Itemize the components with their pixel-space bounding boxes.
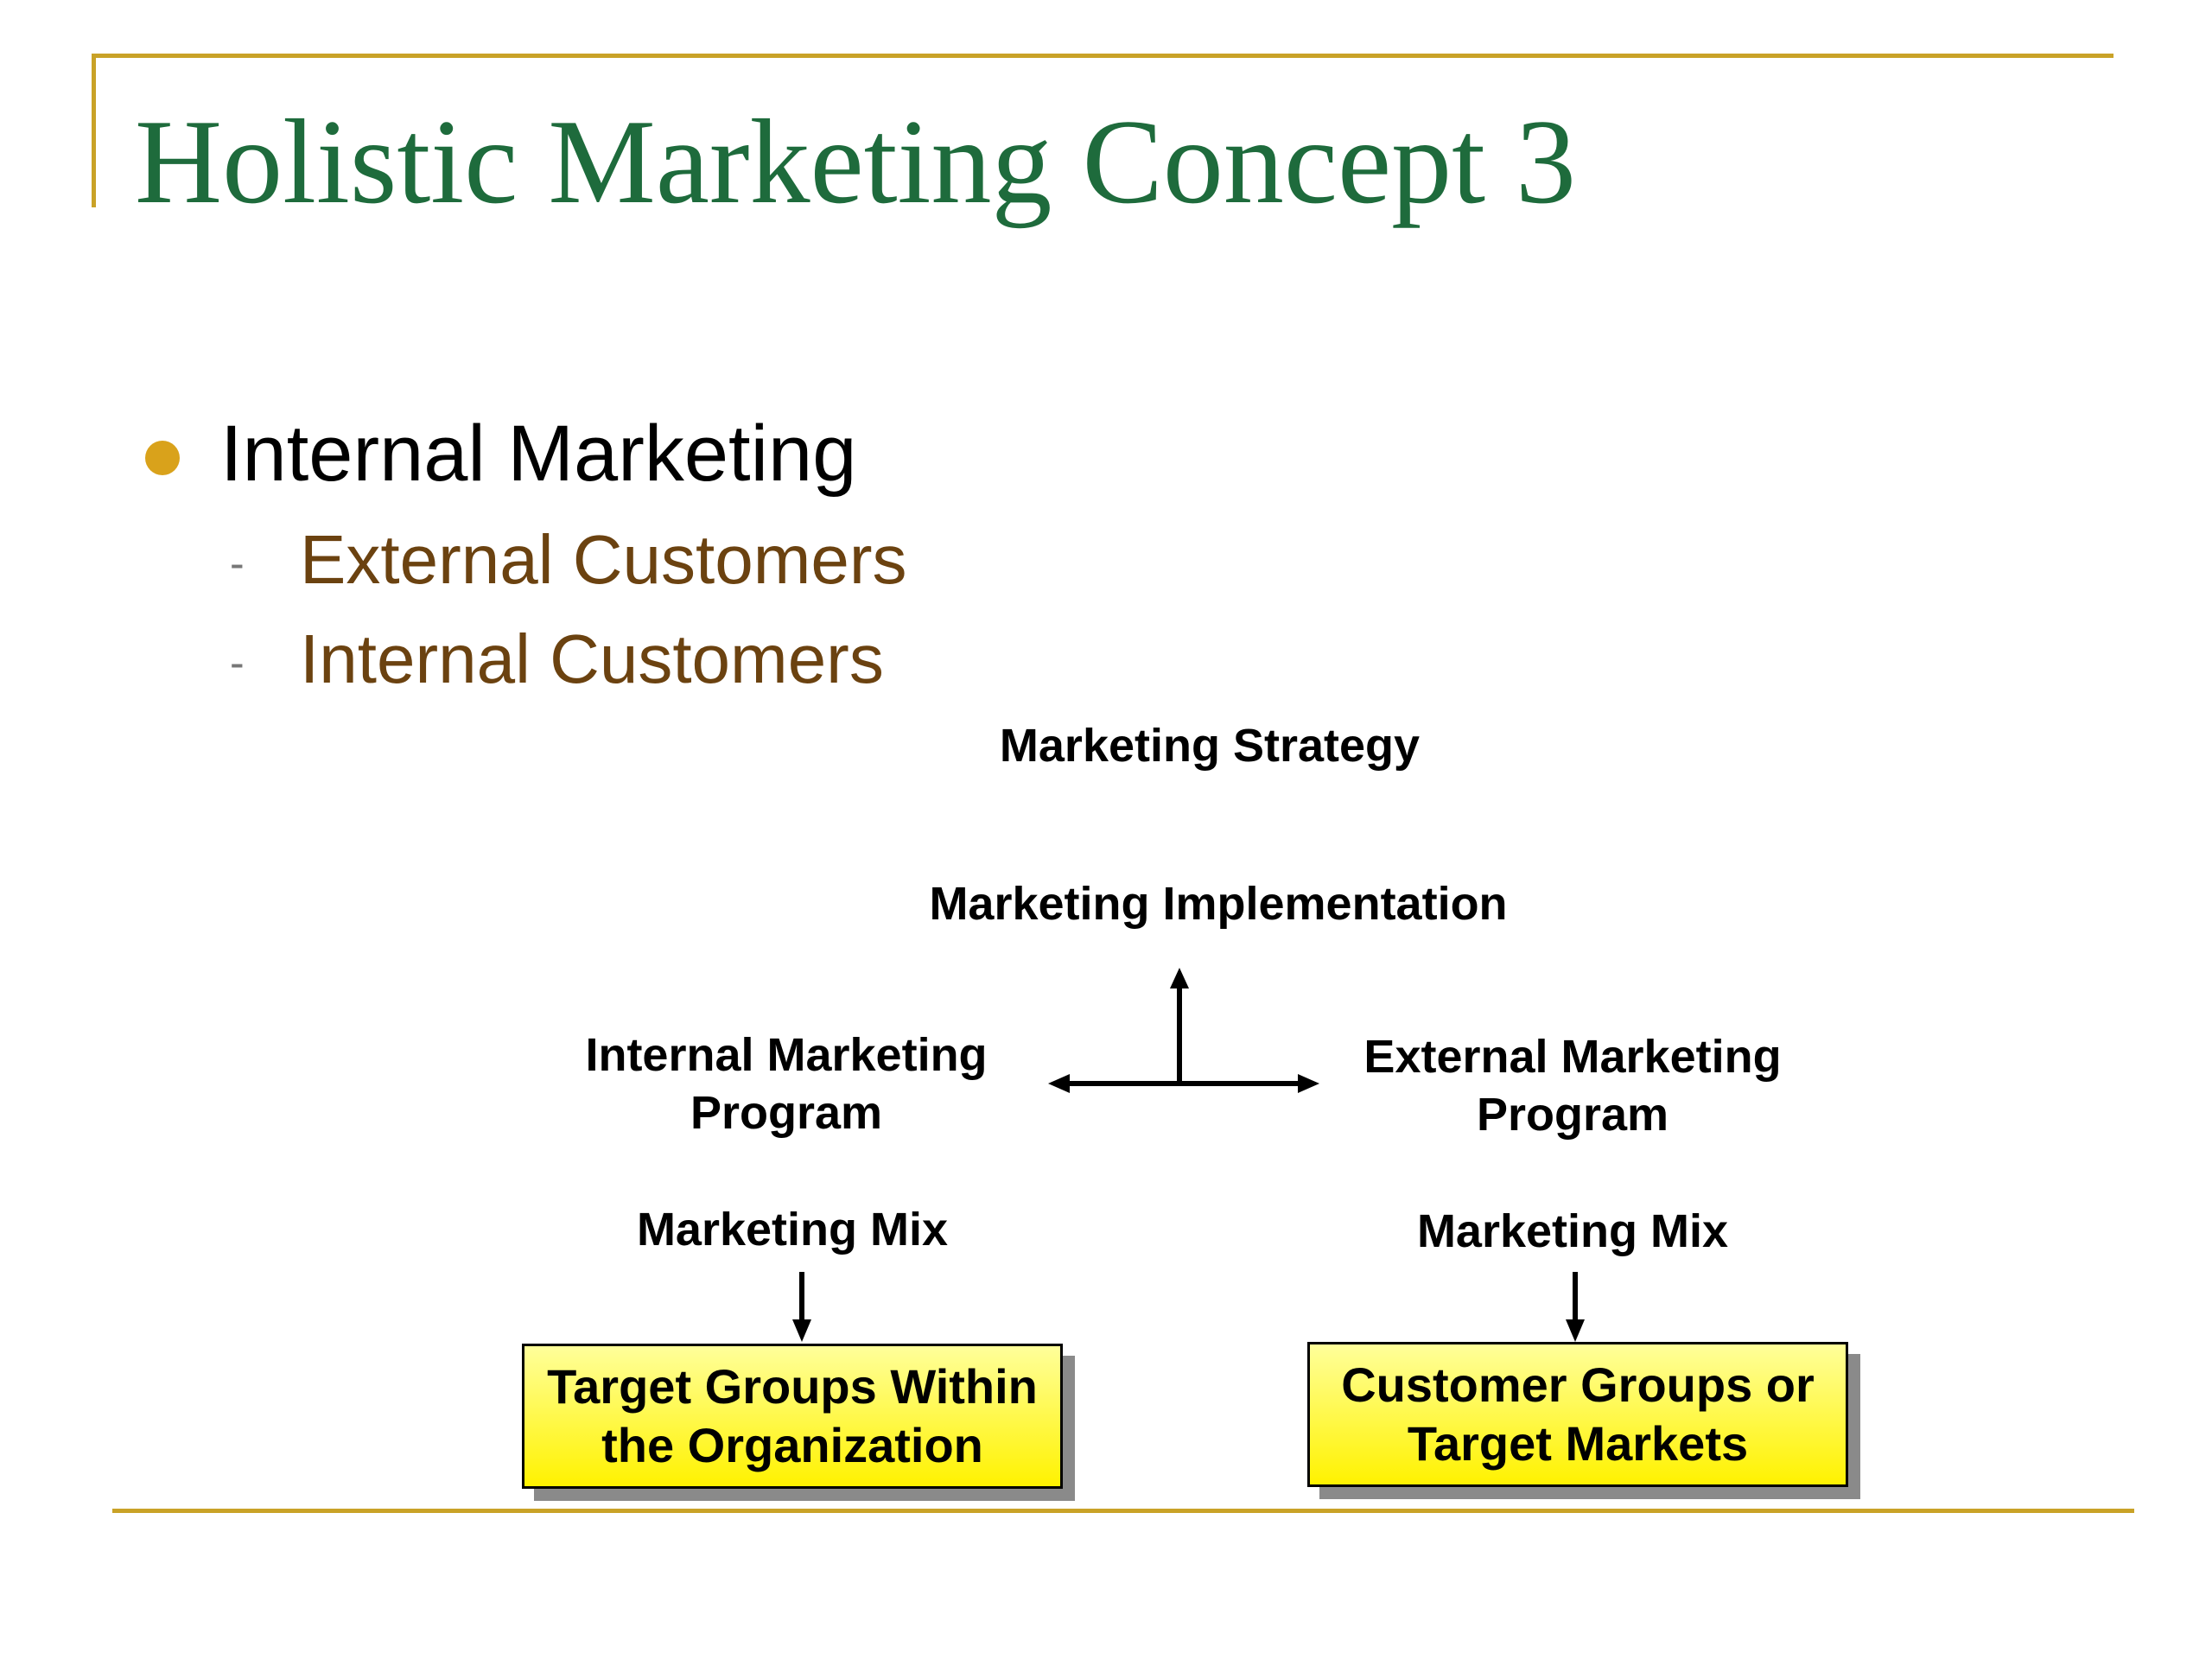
right-arrow-head (1298, 1074, 1319, 1093)
bullet-dot-icon (145, 441, 180, 475)
external-target-line2: Target Markets (1407, 1416, 1749, 1471)
internal-program-line1: Internal Marketing (585, 1029, 988, 1081)
slide-title: Holistic Marketing Concept 3 (135, 95, 1577, 229)
marketing-implementation-label: Marketing Implementation (929, 878, 1508, 930)
external-marketing-mix-label: Marketing Mix (1416, 1205, 1729, 1257)
marketing-strategy-label: Marketing Strategy (999, 720, 1421, 772)
bottom-rule (112, 1509, 2134, 1513)
external-target-line1: Customer Groups or (1341, 1357, 1815, 1412)
sub-bullet-dash-1: - (230, 539, 245, 588)
title-left-rule (92, 54, 96, 207)
title-top-rule (92, 54, 2113, 58)
internal-marketing-mix-label: Marketing Mix (636, 1204, 949, 1255)
bullet-internal-marketing: Internal Marketing (220, 410, 857, 498)
internal-program-line2: Program (690, 1087, 883, 1139)
external-program-line2: Program (1476, 1089, 1669, 1141)
internal-target-line1: Target Groups Within (547, 1359, 1038, 1414)
internal-target-line2: the Organization (601, 1418, 983, 1472)
sub-bullet-external-customers: External Customers (300, 521, 907, 598)
sub-bullet-dash-2: - (230, 639, 245, 687)
up-arrow-head (1170, 968, 1189, 988)
external-down-arrow-icon (1566, 1272, 1585, 1342)
external-target-markets-box: Customer Groups or Target Markets (1307, 1342, 1848, 1487)
sub-bullet-internal-customers: Internal Customers (300, 620, 884, 697)
external-program-line1: External Marketing (1363, 1031, 1782, 1083)
left-arrow-head (1048, 1074, 1070, 1093)
crossroads-arrow-icon (1048, 968, 1319, 1093)
internal-target-groups-box: Target Groups Within the Organization (522, 1344, 1063, 1489)
internal-down-arrow-icon (792, 1272, 811, 1342)
